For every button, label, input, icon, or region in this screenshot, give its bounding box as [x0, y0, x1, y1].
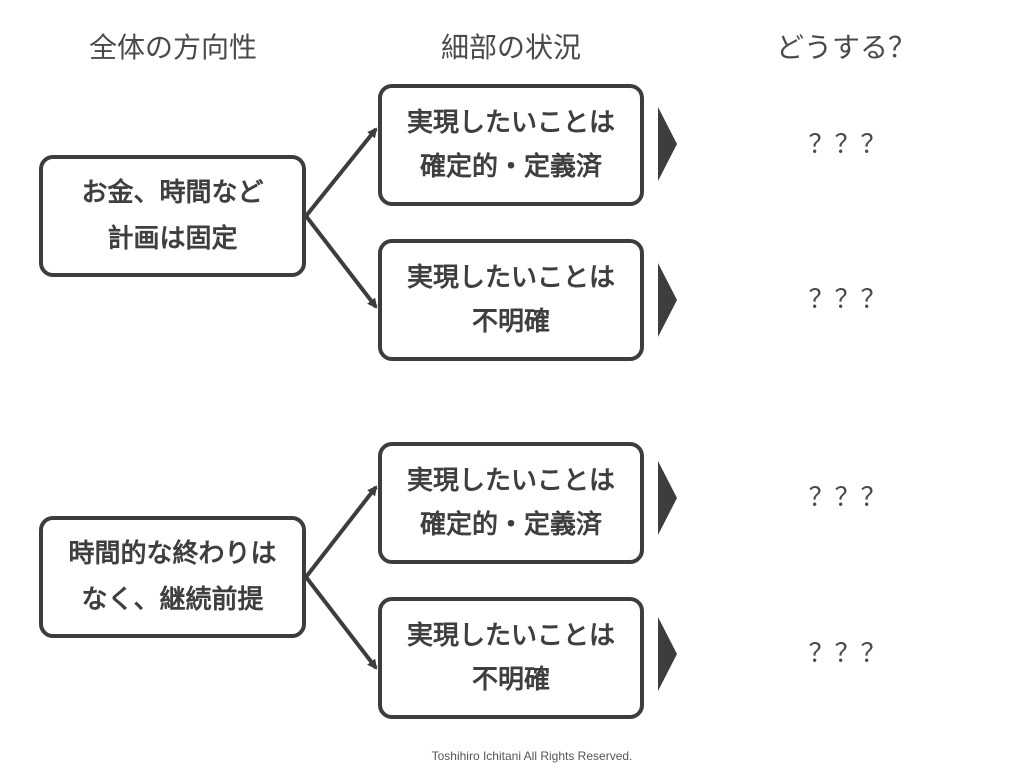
header-overall-direction: 全体の方向性: [88, 31, 257, 64]
condition-line-1: 時間的な終わりは: [68, 539, 277, 569]
result-question-marks: ？？？: [808, 285, 887, 315]
condition-line-1: お金、時間など: [81, 178, 264, 208]
result-question-marks: ？？？: [808, 130, 887, 160]
triangle-right-icon: [658, 617, 677, 691]
detail-box-unclear: 実現したいことは 不明確: [378, 239, 644, 361]
detail-line-2: 確定的・定義済: [419, 152, 602, 182]
result-question-marks: ？？？: [808, 639, 887, 669]
group2-branch-arrow-icon-bottom: [304, 575, 378, 670]
detail-line-1: 実現したいことは: [406, 263, 615, 293]
group2-branch-arrow-icon-top: [304, 485, 378, 579]
detail-box-defined: 実現したいことは 確定的・定義済: [378, 84, 644, 206]
copyright-footer: Toshihiro Ichitani All Rights Reserved.: [431, 749, 633, 763]
condition-box-ongoing: 時間的な終わりは なく、継続前提: [39, 516, 306, 638]
detail-box-defined: 実現したいことは 確定的・定義済: [378, 442, 644, 564]
detail-line-2: 不明確: [471, 665, 550, 695]
detail-line-1: 実現したいことは: [406, 466, 615, 496]
condition-line-2: なく、継続前提: [81, 585, 264, 615]
triangle-right-icon: [658, 263, 677, 337]
condition-box-fixed-plan: お金、時間など 計画は固定: [39, 155, 306, 277]
detail-line-1: 実現したいことは: [406, 621, 615, 651]
detail-box-unclear: 実現したいことは 不明確: [378, 597, 644, 719]
header-what-to-do: どうする？: [775, 31, 916, 64]
group1-branch-arrow-icon-top: [304, 127, 378, 218]
result-question-marks: ？？？: [808, 483, 887, 513]
header-detail-status: 細部の状況: [440, 31, 581, 64]
group1-branch-arrow-icon-bottom: [304, 214, 378, 309]
detail-line-1: 実現したいことは: [406, 108, 615, 138]
detail-line-2: 不明確: [471, 307, 550, 337]
condition-line-2: 計画は固定: [107, 224, 238, 254]
triangle-right-icon: [658, 461, 677, 535]
triangle-right-icon: [658, 107, 677, 181]
detail-line-2: 確定的・定義済: [419, 510, 602, 540]
